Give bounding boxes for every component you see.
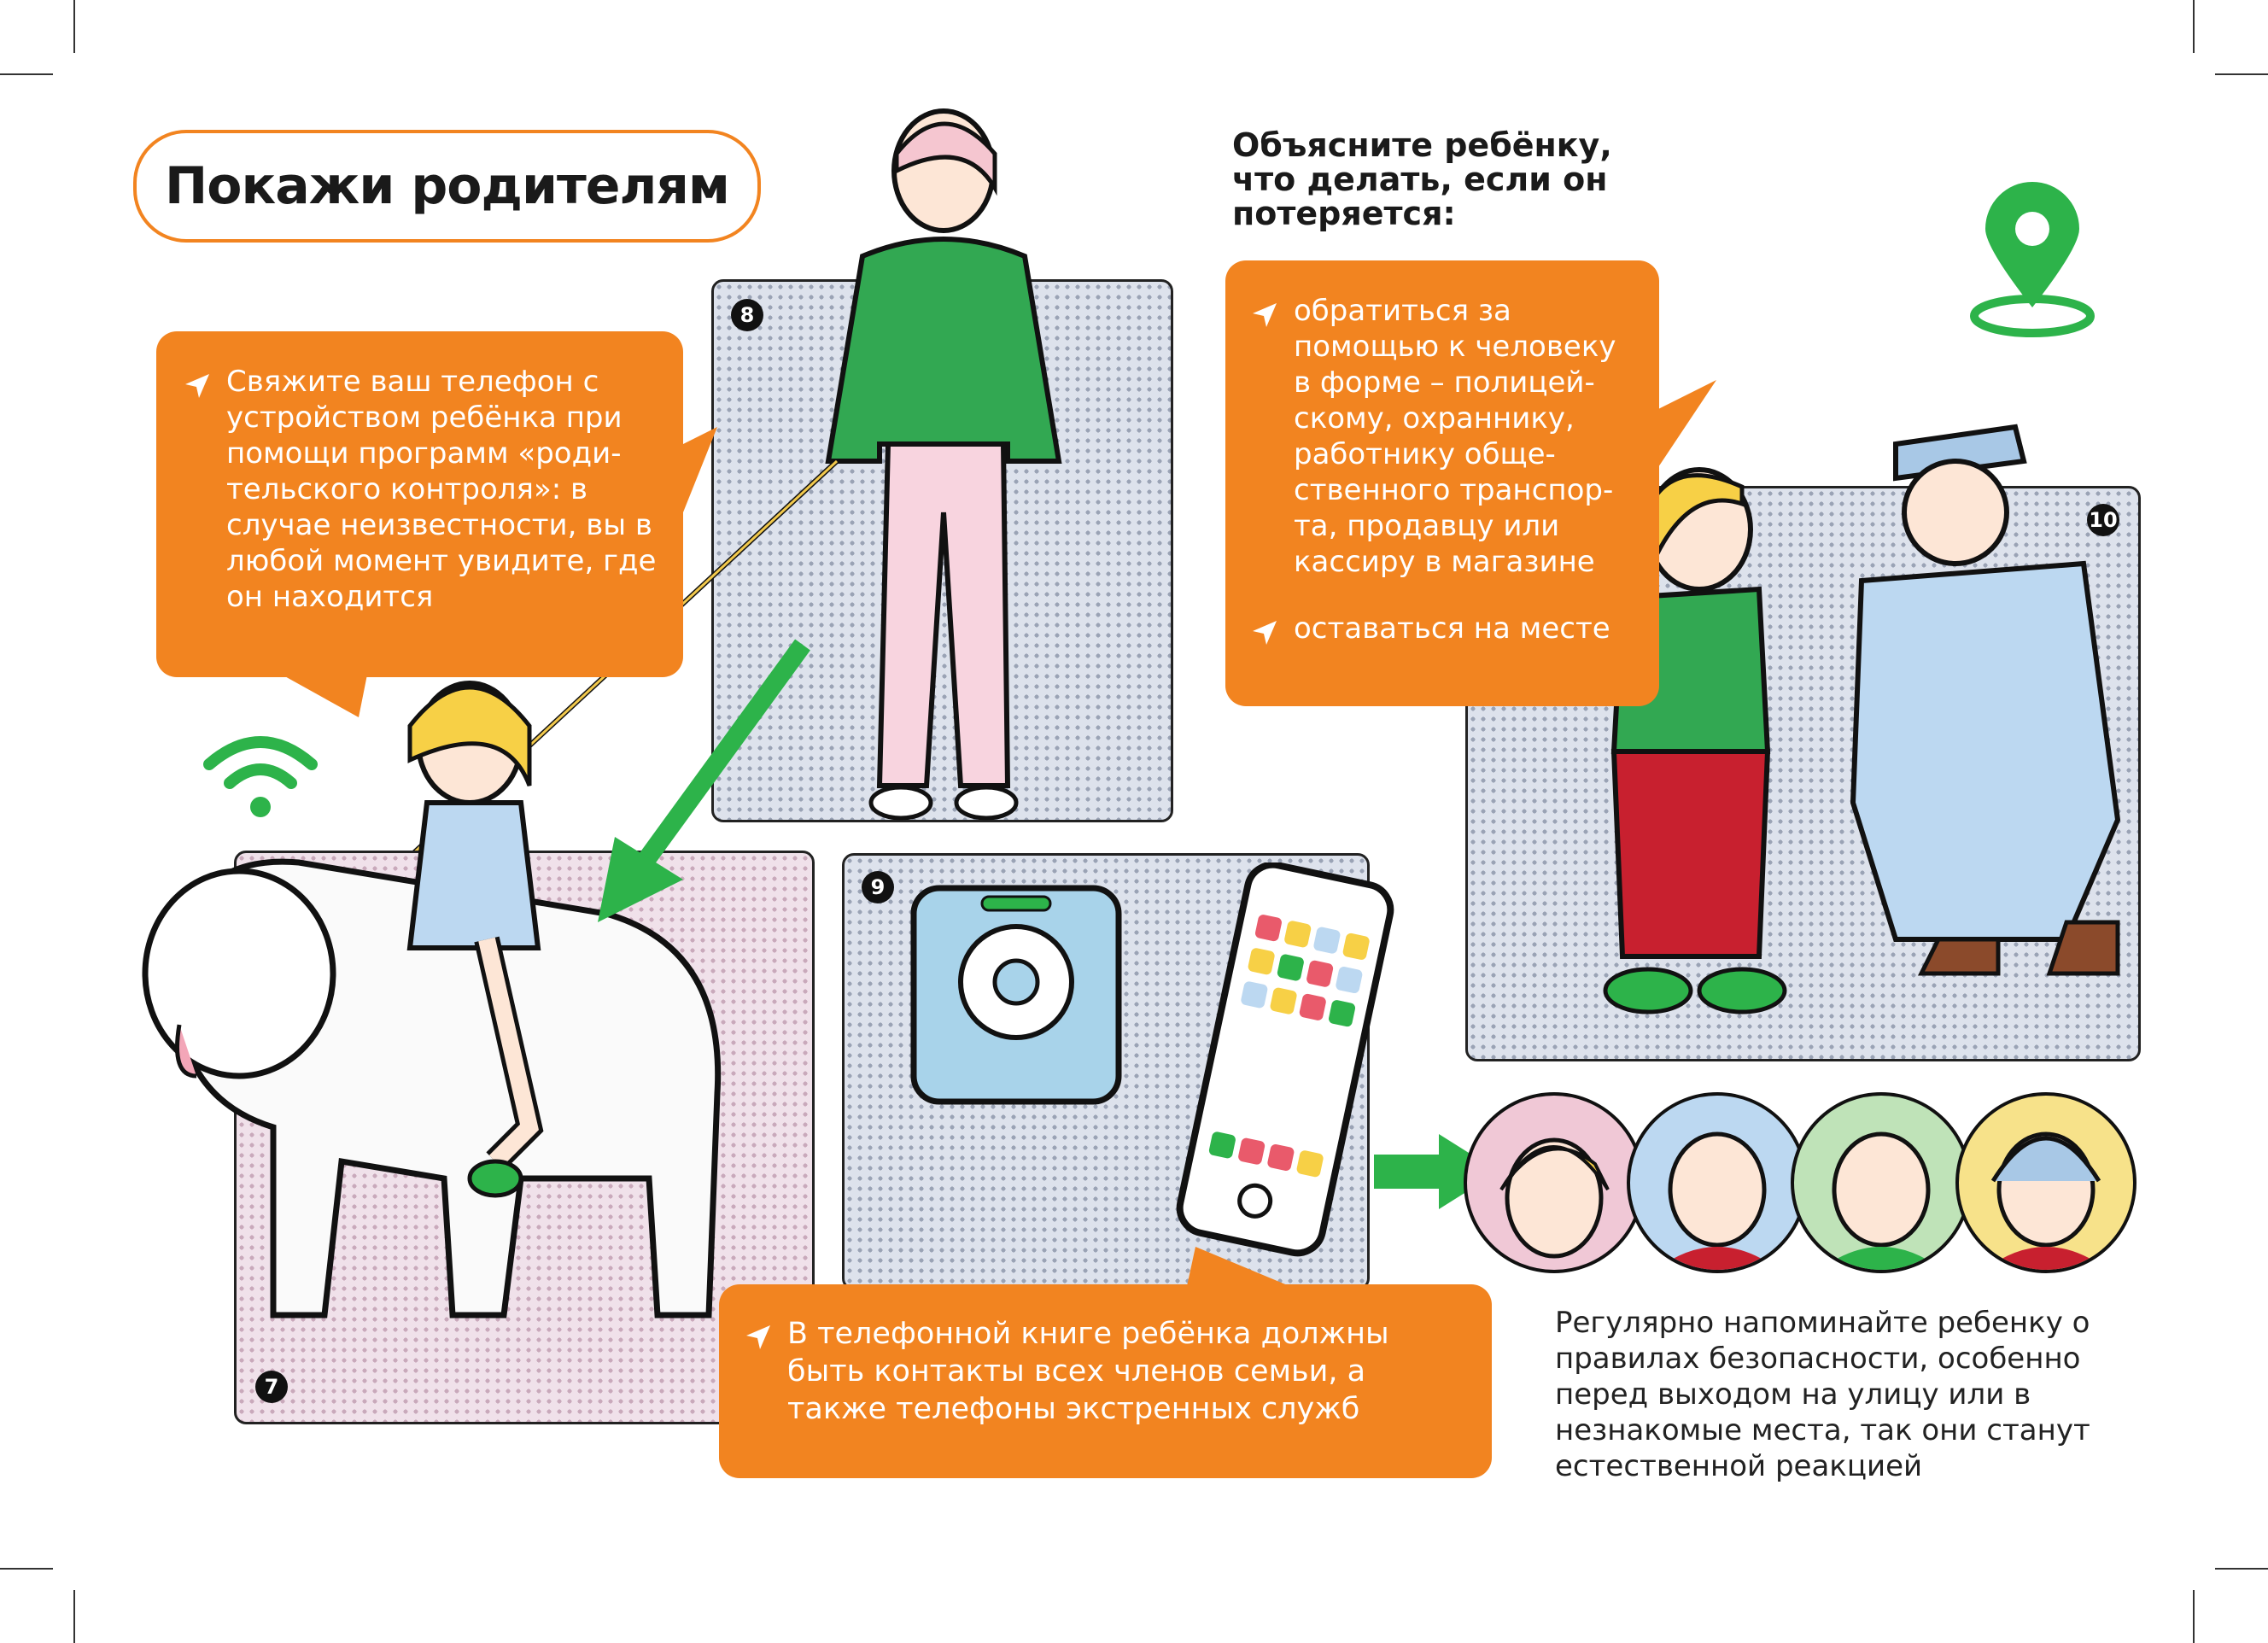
crop-mark <box>2193 0 2195 53</box>
panel-number: 7 <box>255 1371 288 1403</box>
bubble-tail <box>1187 1247 1289 1286</box>
send-arrow-icon <box>1253 303 1277 327</box>
contacts-text: В телефонной книге ребёнка должны быть к… <box>787 1317 1389 1426</box>
family-member-avatar <box>1627 1092 1808 1273</box>
panel-number: 9 <box>862 871 894 903</box>
girl-and-dog-illustration <box>142 681 722 1318</box>
page-title: Покажи родителям <box>133 130 761 243</box>
send-arrow-icon <box>746 1325 770 1349</box>
green-arrow-icon <box>598 639 810 922</box>
family-member-avatar <box>1955 1092 2136 1273</box>
family-member-avatar <box>1791 1092 1972 1273</box>
boy-and-policeman-illustration <box>1603 424 2121 1014</box>
reminder-note: Регулярно напоминайте ребенку о правилах… <box>1555 1306 2090 1483</box>
lost-tip-text: обратиться за помощью к человеку в форме… <box>1294 294 1616 579</box>
contacts-bubble: В телефонной книге ребёнка должны быть к… <box>719 1284 1492 1478</box>
crop-mark <box>2215 73 2268 75</box>
crop-mark <box>73 1590 75 1643</box>
woman-illustration <box>825 108 1062 821</box>
crop-mark <box>0 1568 53 1570</box>
lost-tip-text: оставаться на месте <box>1294 611 1610 646</box>
bubble-tail <box>282 675 367 717</box>
wifi-icon <box>203 736 318 817</box>
location-pin-icon <box>1970 181 2095 337</box>
family-member-avatar <box>1464 1092 1645 1273</box>
crop-mark <box>2215 1568 2268 1570</box>
lost-tip-item: обратиться за помощью к человеку в форме… <box>1251 293 1642 580</box>
crop-mark <box>73 0 75 53</box>
smartphone-illustration <box>1176 862 1394 1257</box>
crop-mark <box>0 73 53 75</box>
rotary-phone-illustration <box>910 885 1122 1105</box>
panel-number: 8 <box>731 299 763 331</box>
lost-tips-bubble: обратиться за помощью к человеку в форме… <box>1225 260 1659 706</box>
parent-control-text: Свяжите ваш телефон с устройством ребёнк… <box>226 365 657 614</box>
send-arrow-icon <box>1253 621 1277 645</box>
panel-number: 10 <box>2087 504 2119 536</box>
bubble-tail <box>683 427 717 512</box>
lost-heading: Объясните ребёнку, что делать, если он п… <box>1232 126 1612 232</box>
crop-mark <box>2193 1590 2195 1643</box>
parent-control-bubble: Свяжите ваш телефон с устройством ребёнк… <box>156 331 683 677</box>
send-arrow-icon <box>185 374 209 398</box>
bubble-tail <box>1648 380 1716 482</box>
lost-tip-item: оставаться на месте <box>1251 611 1642 646</box>
